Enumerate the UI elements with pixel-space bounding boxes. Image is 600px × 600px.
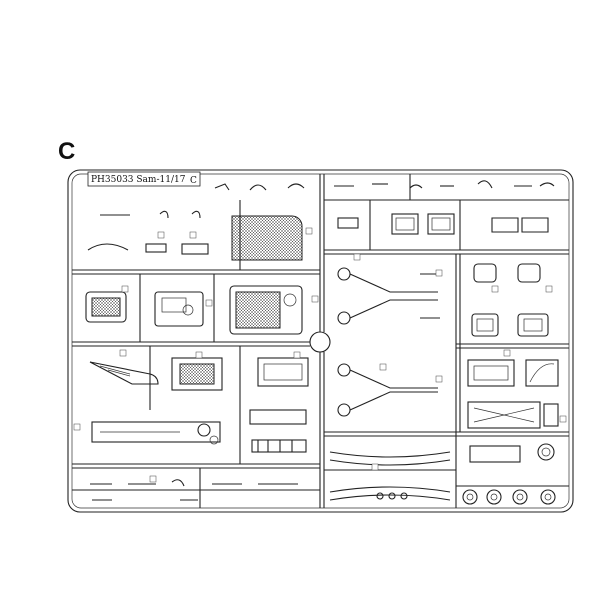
panel-part-2 (154, 291, 204, 327)
panel-part-1 (85, 291, 127, 323)
small-parts-bottom (90, 479, 298, 501)
box-part-mid (257, 357, 309, 387)
bar-parts (329, 451, 451, 501)
suspension-arm-lower (337, 363, 438, 417)
road-wheels (462, 489, 556, 505)
grille-part-top (231, 215, 303, 261)
hatch-parts-right (471, 263, 549, 337)
sprue-code-label: PH35033 Sam-11/17 C (87, 171, 201, 187)
box-part-top-right (391, 213, 549, 235)
sprue-runners (72, 174, 569, 508)
long-plate-part (91, 421, 221, 445)
small-parts-top-left (87, 183, 305, 255)
sprue-code: PH35033 Sam-11/17 (91, 175, 186, 185)
sprue-frame (67, 169, 574, 513)
grille-part-mid (171, 357, 223, 391)
exhaust-part (89, 361, 159, 385)
small-parts-top-right (334, 180, 555, 229)
sprue-letter-c: C (58, 138, 76, 165)
part-number-tags (73, 227, 567, 483)
panel-part-3 (229, 285, 303, 335)
box-parts-right-mid (467, 359, 559, 429)
suspension-arm-upper (337, 267, 440, 325)
sprue-code-letter: C (190, 176, 197, 186)
rack-part (249, 409, 307, 453)
parts-right-low (469, 443, 555, 463)
sprue-gate-circle (309, 331, 331, 353)
